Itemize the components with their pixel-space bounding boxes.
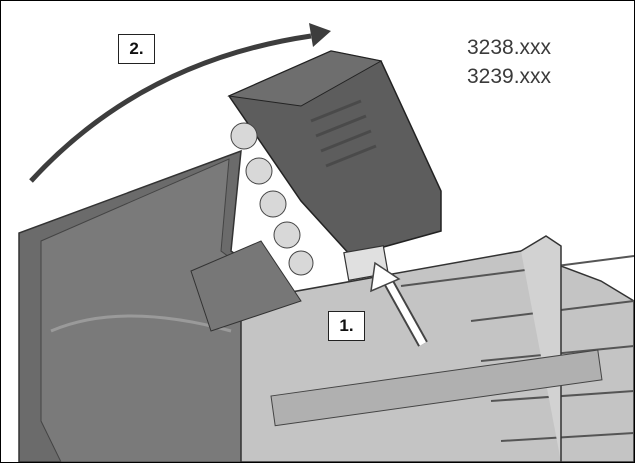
part-number-1: 3238.xxx <box>467 36 552 59</box>
grille-fin-5 <box>500 432 634 442</box>
terminal-2 <box>245 157 273 185</box>
step-label-1: 1. <box>328 311 365 341</box>
terminal-1 <box>230 122 258 150</box>
terminal-5 <box>288 250 314 276</box>
step-label-2: 2. <box>118 34 155 64</box>
push-arrow-shaft-fill <box>385 281 427 346</box>
support-bracket <box>190 240 302 332</box>
rotation-arrow <box>29 33 312 183</box>
connector-top-face <box>227 50 383 107</box>
front-rail <box>270 349 603 427</box>
terminal-3 <box>259 190 287 218</box>
housing-curve <box>50 314 232 333</box>
push-arrowhead <box>370 261 401 293</box>
part-number-2: 3239.xxx <box>467 65 552 88</box>
grille-fin-4 <box>490 390 634 402</box>
terminal-4 <box>273 221 301 249</box>
rotation-arrowhead <box>309 23 331 47</box>
grille-fin-1 <box>400 255 634 287</box>
grille-edge <box>520 235 562 462</box>
connector-texture <box>310 99 377 168</box>
